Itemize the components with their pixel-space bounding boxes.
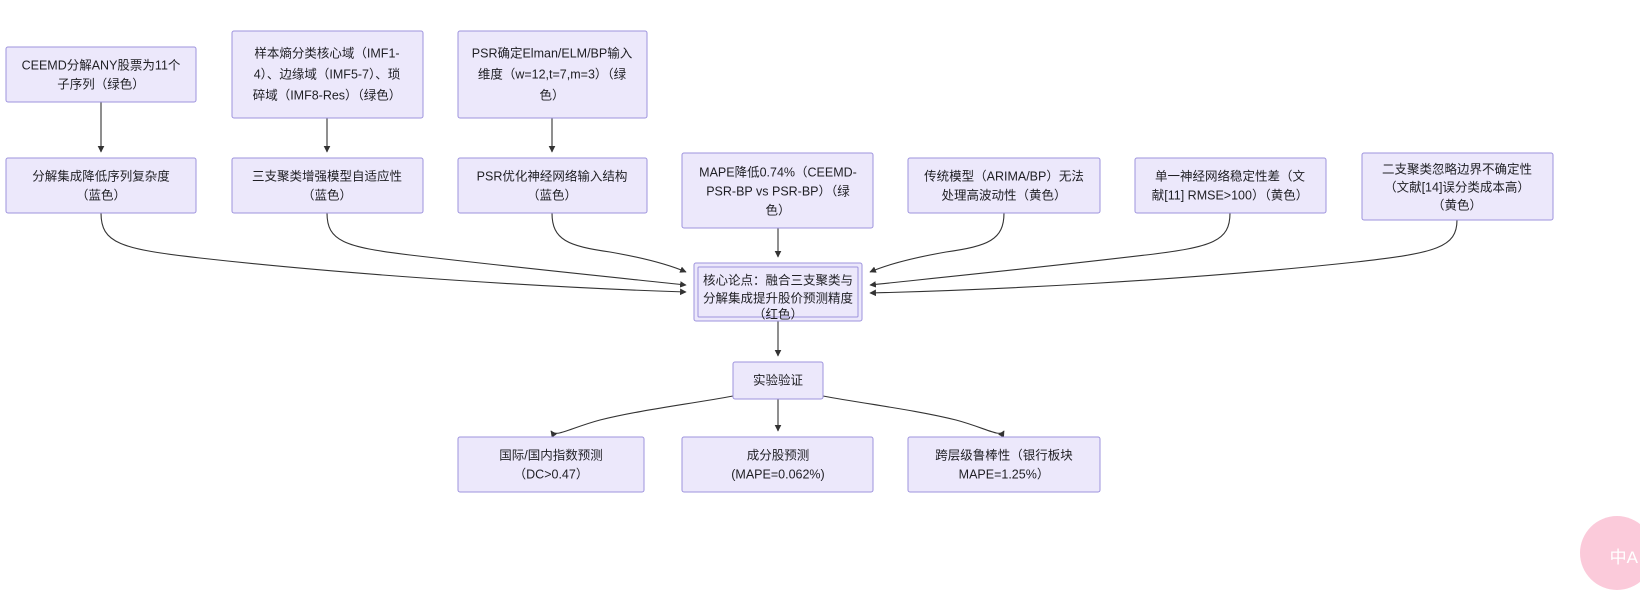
node-label-line: 单一神经网络稳定性差（文: [1155, 168, 1306, 183]
edge-n5-core: [326, 212, 687, 288]
node-mape-reduction[interactable]: MAPE降低0.74%（CEEMD- PSR-BP vs PSR-BP）（绿 色…: [681, 152, 874, 229]
node-label-line: MAPE降低0.74%（CEEMD-: [699, 165, 857, 179]
node-label-line: (MAPE=0.062%): [731, 467, 824, 481]
node-label-line: 处理高波动性（黄色）: [941, 187, 1066, 202]
edge-n11-n12: [550, 395, 734, 438]
flowchart-canvas: CEEMD分解ANY股票为11个 子序列（绿色） 样本熵分类核心域（IMF1- …: [5, 30, 1554, 493]
node-label-line: （黄色）: [1432, 197, 1482, 212]
node-label-line: PSR确定Elman/ELM/BP输入: [472, 45, 633, 60]
edge-n8-core: [869, 212, 1005, 273]
node-sample-entropy-classification[interactable]: 样本熵分类核心域（IMF1- 4）、边缘域（IMF5-7）、琐 碎域（IMF8-…: [231, 30, 424, 119]
node-label-line: 碎域（IMF8-Res）（绿色）: [253, 87, 402, 102]
node-label-line: 献[11] RMSE>100）（黄色）: [1152, 187, 1308, 202]
node-label-line: 国际/国内指数预测: [499, 447, 602, 462]
edges-layer: [97, 102, 1458, 438]
watermark-label: 中A: [1609, 548, 1638, 567]
node-three-way-clustering-adaptivity[interactable]: 三支聚类增强模型自适应性 （蓝色）: [231, 157, 424, 214]
node-psr-input-dimension[interactable]: PSR确定Elman/ELM/BP输入 维度（w=12,t=7,m=3）（绿 色…: [457, 30, 648, 119]
node-label-line: 传统模型（ARIMA/BP）无法: [924, 168, 1084, 183]
node-label-line: （DC>0.47）: [514, 467, 589, 481]
node-label-line: 分解集成提升股价预测精度: [703, 290, 854, 305]
node-label-line: 子序列（绿色）: [57, 76, 145, 91]
node-label-line: （蓝色）: [527, 187, 577, 202]
node-traditional-models-limitation[interactable]: 传统模型（ARIMA/BP）无法 处理高波动性（黄色）: [907, 157, 1101, 214]
node-cross-level-robustness[interactable]: 跨层级鲁棒性（银行板块 MAPE=1.25%）: [907, 436, 1101, 493]
node-label-line: 核心论点：融合三支聚类与: [703, 272, 853, 287]
node-two-way-clustering-boundary[interactable]: 二支聚类忽略边界不确定性 （文献[14]误分类成本高） （黄色）: [1361, 152, 1554, 221]
node-label-line: 分解集成降低序列复杂度: [32, 168, 170, 183]
node-label-line: CEEMD分解ANY股票为11个: [22, 58, 181, 72]
node-label-line: 色）: [765, 202, 790, 217]
edge-n9-core: [869, 212, 1231, 288]
edge-n4-core: [100, 212, 687, 296]
node-decomposition-reduces-complexity[interactable]: 分解集成降低序列复杂度 （蓝色）: [5, 157, 197, 214]
node-ceemd-decomposition[interactable]: CEEMD分解ANY股票为11个 子序列（绿色）: [5, 46, 197, 103]
node-label-line: 跨层级鲁棒性（银行板块: [935, 448, 1073, 462]
node-label-line: 样本熵分类核心域（IMF1-: [254, 45, 399, 60]
node-label-line: PSR优化神经网络输入结构: [477, 168, 628, 183]
edge-n10-core: [869, 219, 1458, 297]
node-label-line: 实验验证: [753, 372, 804, 387]
node-label-line: （红色）: [753, 306, 803, 321]
node-label-line: 色）: [539, 87, 564, 102]
node-label-line: MAPE=1.25%）: [959, 467, 1050, 481]
edge-n6-core: [551, 212, 687, 273]
node-single-network-instability[interactable]: 单一神经网络稳定性差（文 献[11] RMSE>100）（黄色）: [1134, 157, 1327, 214]
node-label-line: 维度（w=12,t=7,m=3）（绿: [478, 66, 627, 81]
node-label-line: 4）、边缘域（IMF5-7）、琐: [254, 66, 401, 81]
node-label-line: （蓝色）: [76, 187, 126, 202]
edge-n11-n14: [822, 395, 1005, 438]
node-label-line: （文献[14]误分类成本高）: [1384, 179, 1530, 194]
node-experimental-validation[interactable]: 实验验证: [732, 361, 824, 400]
node-label-line: 三支聚类增强模型自适应性: [252, 168, 402, 183]
node-psr-optimizes-input-structure[interactable]: PSR优化神经网络输入结构 （蓝色）: [457, 157, 648, 214]
nodes-layer: CEEMD分解ANY股票为11个 子序列（绿色） 样本熵分类核心域（IMF1- …: [5, 30, 1554, 493]
node-label-line: （蓝色）: [302, 187, 352, 202]
node-label-line: 成分股预测: [747, 448, 810, 462]
node-constituent-stock-forecast[interactable]: 成分股预测 (MAPE=0.062%): [681, 436, 874, 493]
node-label-line: PSR-BP vs PSR-BP）（绿: [706, 183, 850, 198]
node-label-line: 二支聚类忽略边界不确定性: [1382, 161, 1532, 176]
node-core-thesis[interactable]: 核心论点：融合三支聚类与 分解集成提升股价预测精度 （红色）: [693, 262, 863, 322]
node-index-forecast[interactable]: 国际/国内指数预测 （DC>0.47）: [457, 436, 645, 493]
